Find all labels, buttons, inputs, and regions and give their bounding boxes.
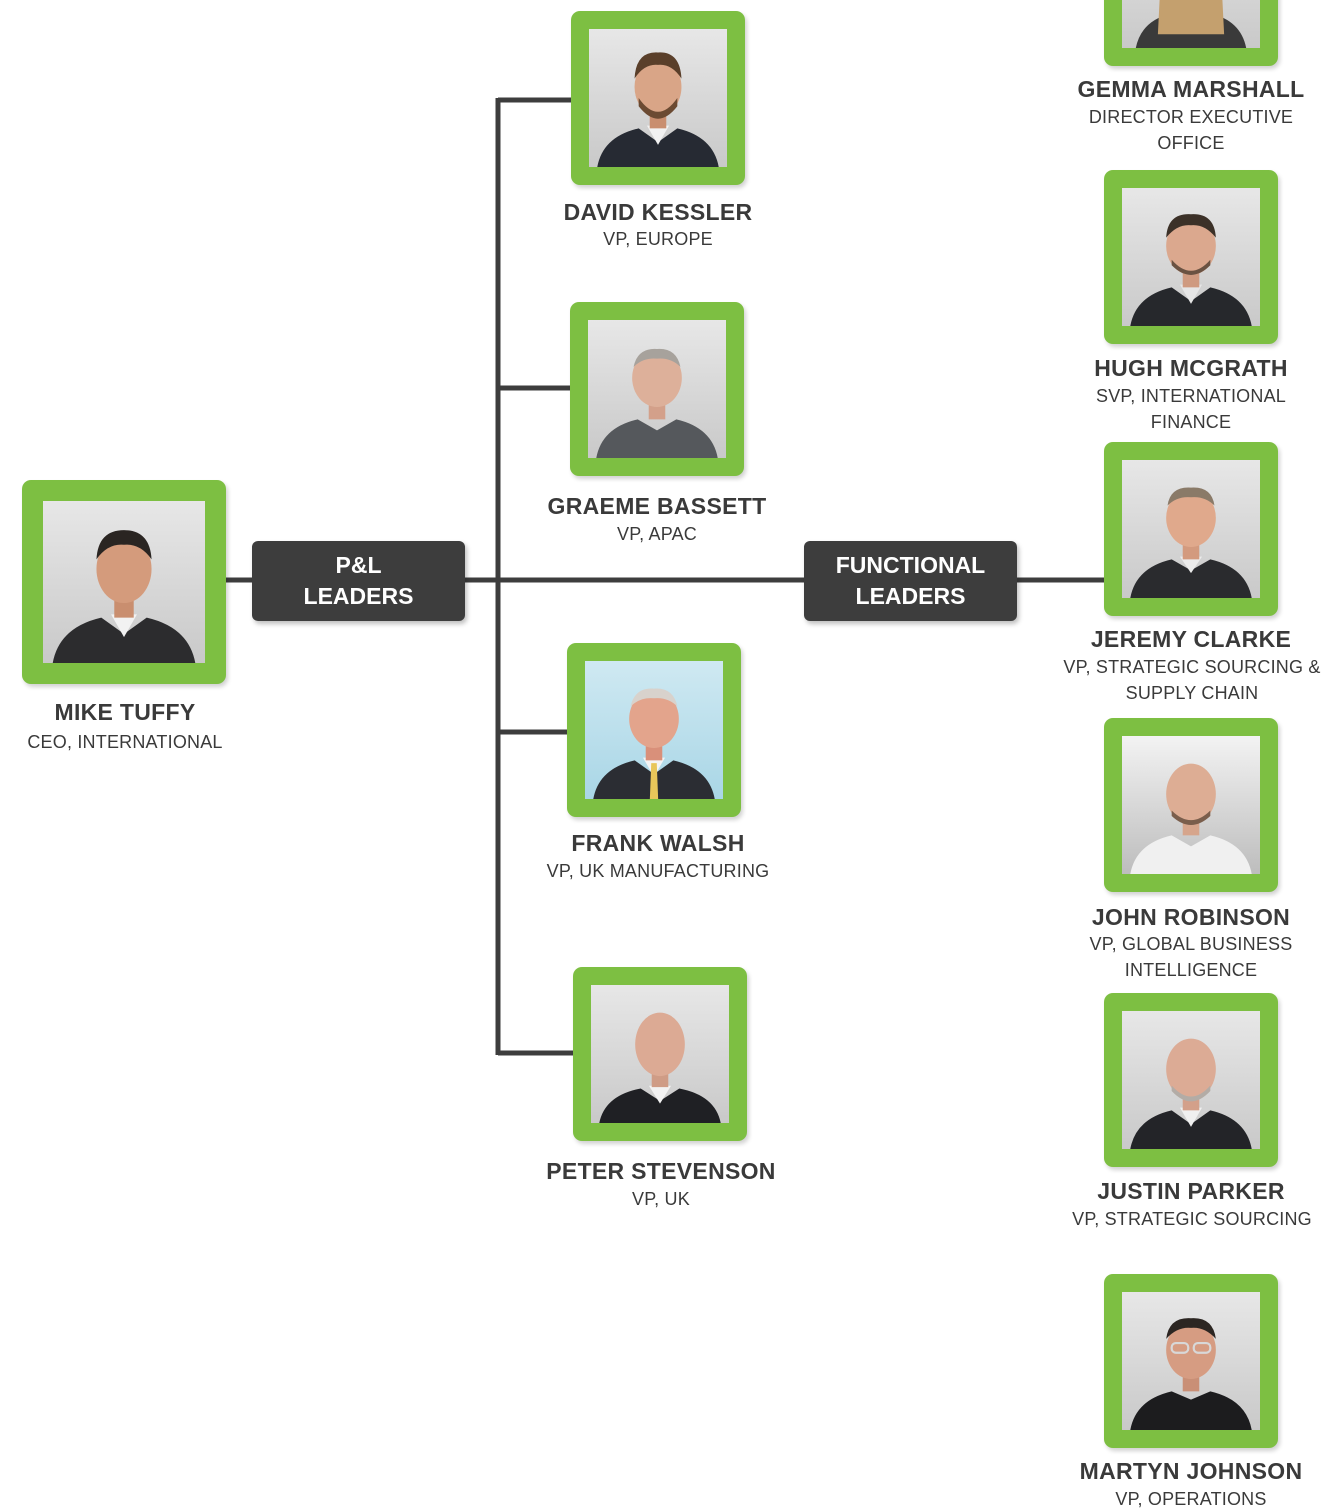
justin-parker-photo-frame	[1104, 993, 1278, 1167]
martyn-johnson-name: MARTYN JOHNSON	[1079, 1458, 1303, 1484]
martyn-johnson-photo-frame	[1104, 1274, 1278, 1448]
ceo-photo	[43, 501, 205, 663]
person-silhouette-icon	[1130, 214, 1252, 326]
frank-walsh-role: VP, UK MANUFACTURING	[546, 861, 770, 881]
justin-parker-name: JUSTIN PARKER	[1097, 1178, 1285, 1204]
person-silhouette-icon	[597, 52, 719, 167]
person-silhouette-icon	[599, 1012, 721, 1123]
hugh-mcgrath-name: HUGH MCGRATH	[1094, 355, 1288, 381]
pl-leaders-label: P&L LEADERS	[252, 541, 465, 621]
peter-stevenson-photo	[591, 985, 729, 1123]
graeme-bassett-name: GRAEME BASSETT	[547, 493, 767, 519]
ceo-role: CEO, INTERNATIONAL	[27, 732, 223, 752]
gemma-marshall-photo	[1122, 0, 1260, 48]
jeremy-clarke-role: VP, STRATEGIC SOURCING & SUPPLY CHAIN	[1063, 657, 1321, 703]
frank-walsh-photo	[585, 661, 723, 799]
jeremy-clarke-photo	[1122, 460, 1260, 598]
person-silhouette-icon	[1130, 1318, 1252, 1430]
gemma-marshall-photo-frame	[1104, 0, 1278, 66]
peter-stevenson-role: VP, UK	[632, 1189, 690, 1209]
hugh-mcgrath-photo	[1122, 188, 1260, 326]
functional-leaders-label: FUNCTIONAL LEADERS	[804, 541, 1017, 621]
john-robinson-role: VP, GLOBAL BUSINESS INTELLIGENCE	[1089, 934, 1293, 980]
john-robinson-photo	[1122, 736, 1260, 874]
john-robinson-photo-frame	[1104, 718, 1278, 892]
peter-stevenson-name: PETER STEVENSON	[546, 1158, 776, 1184]
pl-leaders-line1: P&L	[335, 552, 382, 578]
person-silhouette-icon	[1130, 487, 1252, 598]
hugh-mcgrath-photo-frame	[1104, 170, 1278, 344]
justin-parker-photo	[1122, 1011, 1260, 1149]
david-kessler-photo-frame	[571, 11, 745, 185]
graeme-bassett-photo-frame	[570, 302, 744, 476]
david-kessler-name: DAVID KESSLER	[563, 199, 753, 225]
martyn-johnson-photo	[1122, 1292, 1260, 1430]
functional-leaders-line1: FUNCTIONAL	[835, 552, 986, 578]
david-kessler-role: VP, EUROPE	[603, 229, 713, 249]
ceo-photo-frame	[22, 480, 226, 684]
jeremy-clarke-photo-frame	[1104, 442, 1278, 616]
frank-walsh-photo-frame	[567, 643, 741, 817]
person-silhouette-icon	[1135, 0, 1247, 48]
person-silhouette-icon	[593, 688, 715, 799]
frank-walsh-name: FRANK WALSH	[571, 830, 745, 856]
person-silhouette-icon	[1130, 1038, 1252, 1149]
person-silhouette-icon	[52, 530, 196, 663]
david-kessler-photo	[589, 29, 727, 167]
john-robinson-name: JOHN ROBINSON	[1091, 904, 1291, 930]
martyn-johnson-role: VP, OPERATIONS	[1115, 1489, 1267, 1509]
person-silhouette-icon	[596, 348, 718, 458]
hugh-mcgrath-role: SVP, INTERNATIONAL FINANCE	[1096, 386, 1286, 432]
functional-leaders-line2: LEADERS	[855, 583, 966, 609]
graeme-bassett-role: VP, APAC	[617, 524, 697, 544]
gemma-marshall-role: DIRECTOR EXECUTIVE OFFICE	[1088, 107, 1294, 153]
ceo-name: MIKE TUFFY	[54, 699, 196, 725]
graeme-bassett-photo	[588, 320, 726, 458]
justin-parker-role: VP, STRATEGIC SOURCING	[1072, 1209, 1312, 1229]
gemma-marshall-name: GEMMA MARSHALL	[1077, 76, 1305, 102]
person-silhouette-icon	[1130, 763, 1252, 874]
peter-stevenson-photo-frame	[573, 967, 747, 1141]
jeremy-clarke-name: JEREMY CLARKE	[1090, 626, 1292, 652]
pl-leaders-line2: LEADERS	[303, 583, 414, 609]
